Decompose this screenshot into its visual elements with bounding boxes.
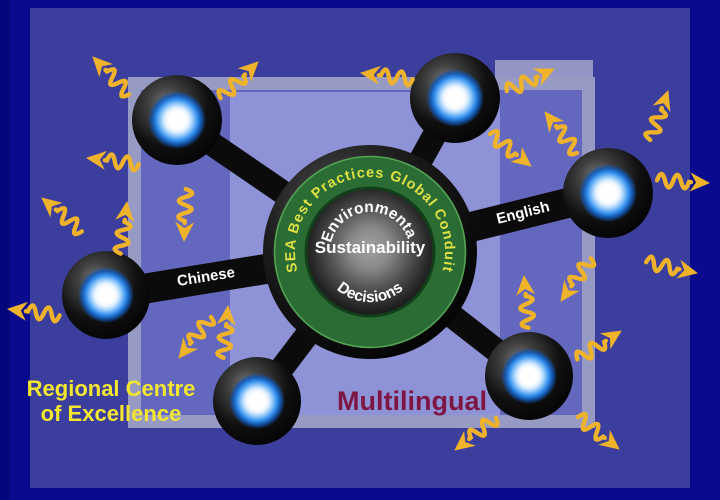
node-sphere-right [563,148,653,238]
hub-text-sustainability: Sustainability [315,238,426,257]
node-sphere-left [62,251,150,339]
sphere-glow-icon [78,267,134,323]
node-sphere-top-middle [410,53,500,143]
node-sphere-bottom-middle [213,357,301,445]
sphere-glow-icon [501,348,557,404]
caption-regional-line2: of Excellence [41,401,182,426]
node-sphere-top-left [132,75,222,165]
caption-multilingual: Multilingual [337,386,487,416]
sphere-glow-icon [148,91,206,149]
left-edge-stripe [0,0,10,500]
sphere-glow-icon [579,164,637,222]
sphere-glow-icon [229,373,285,429]
hub-inner-disc [304,186,436,318]
caption-regional-line1: Regional Centre [27,376,196,401]
node-sphere-bottom-right [485,332,573,420]
sphere-glow-icon [426,69,484,127]
